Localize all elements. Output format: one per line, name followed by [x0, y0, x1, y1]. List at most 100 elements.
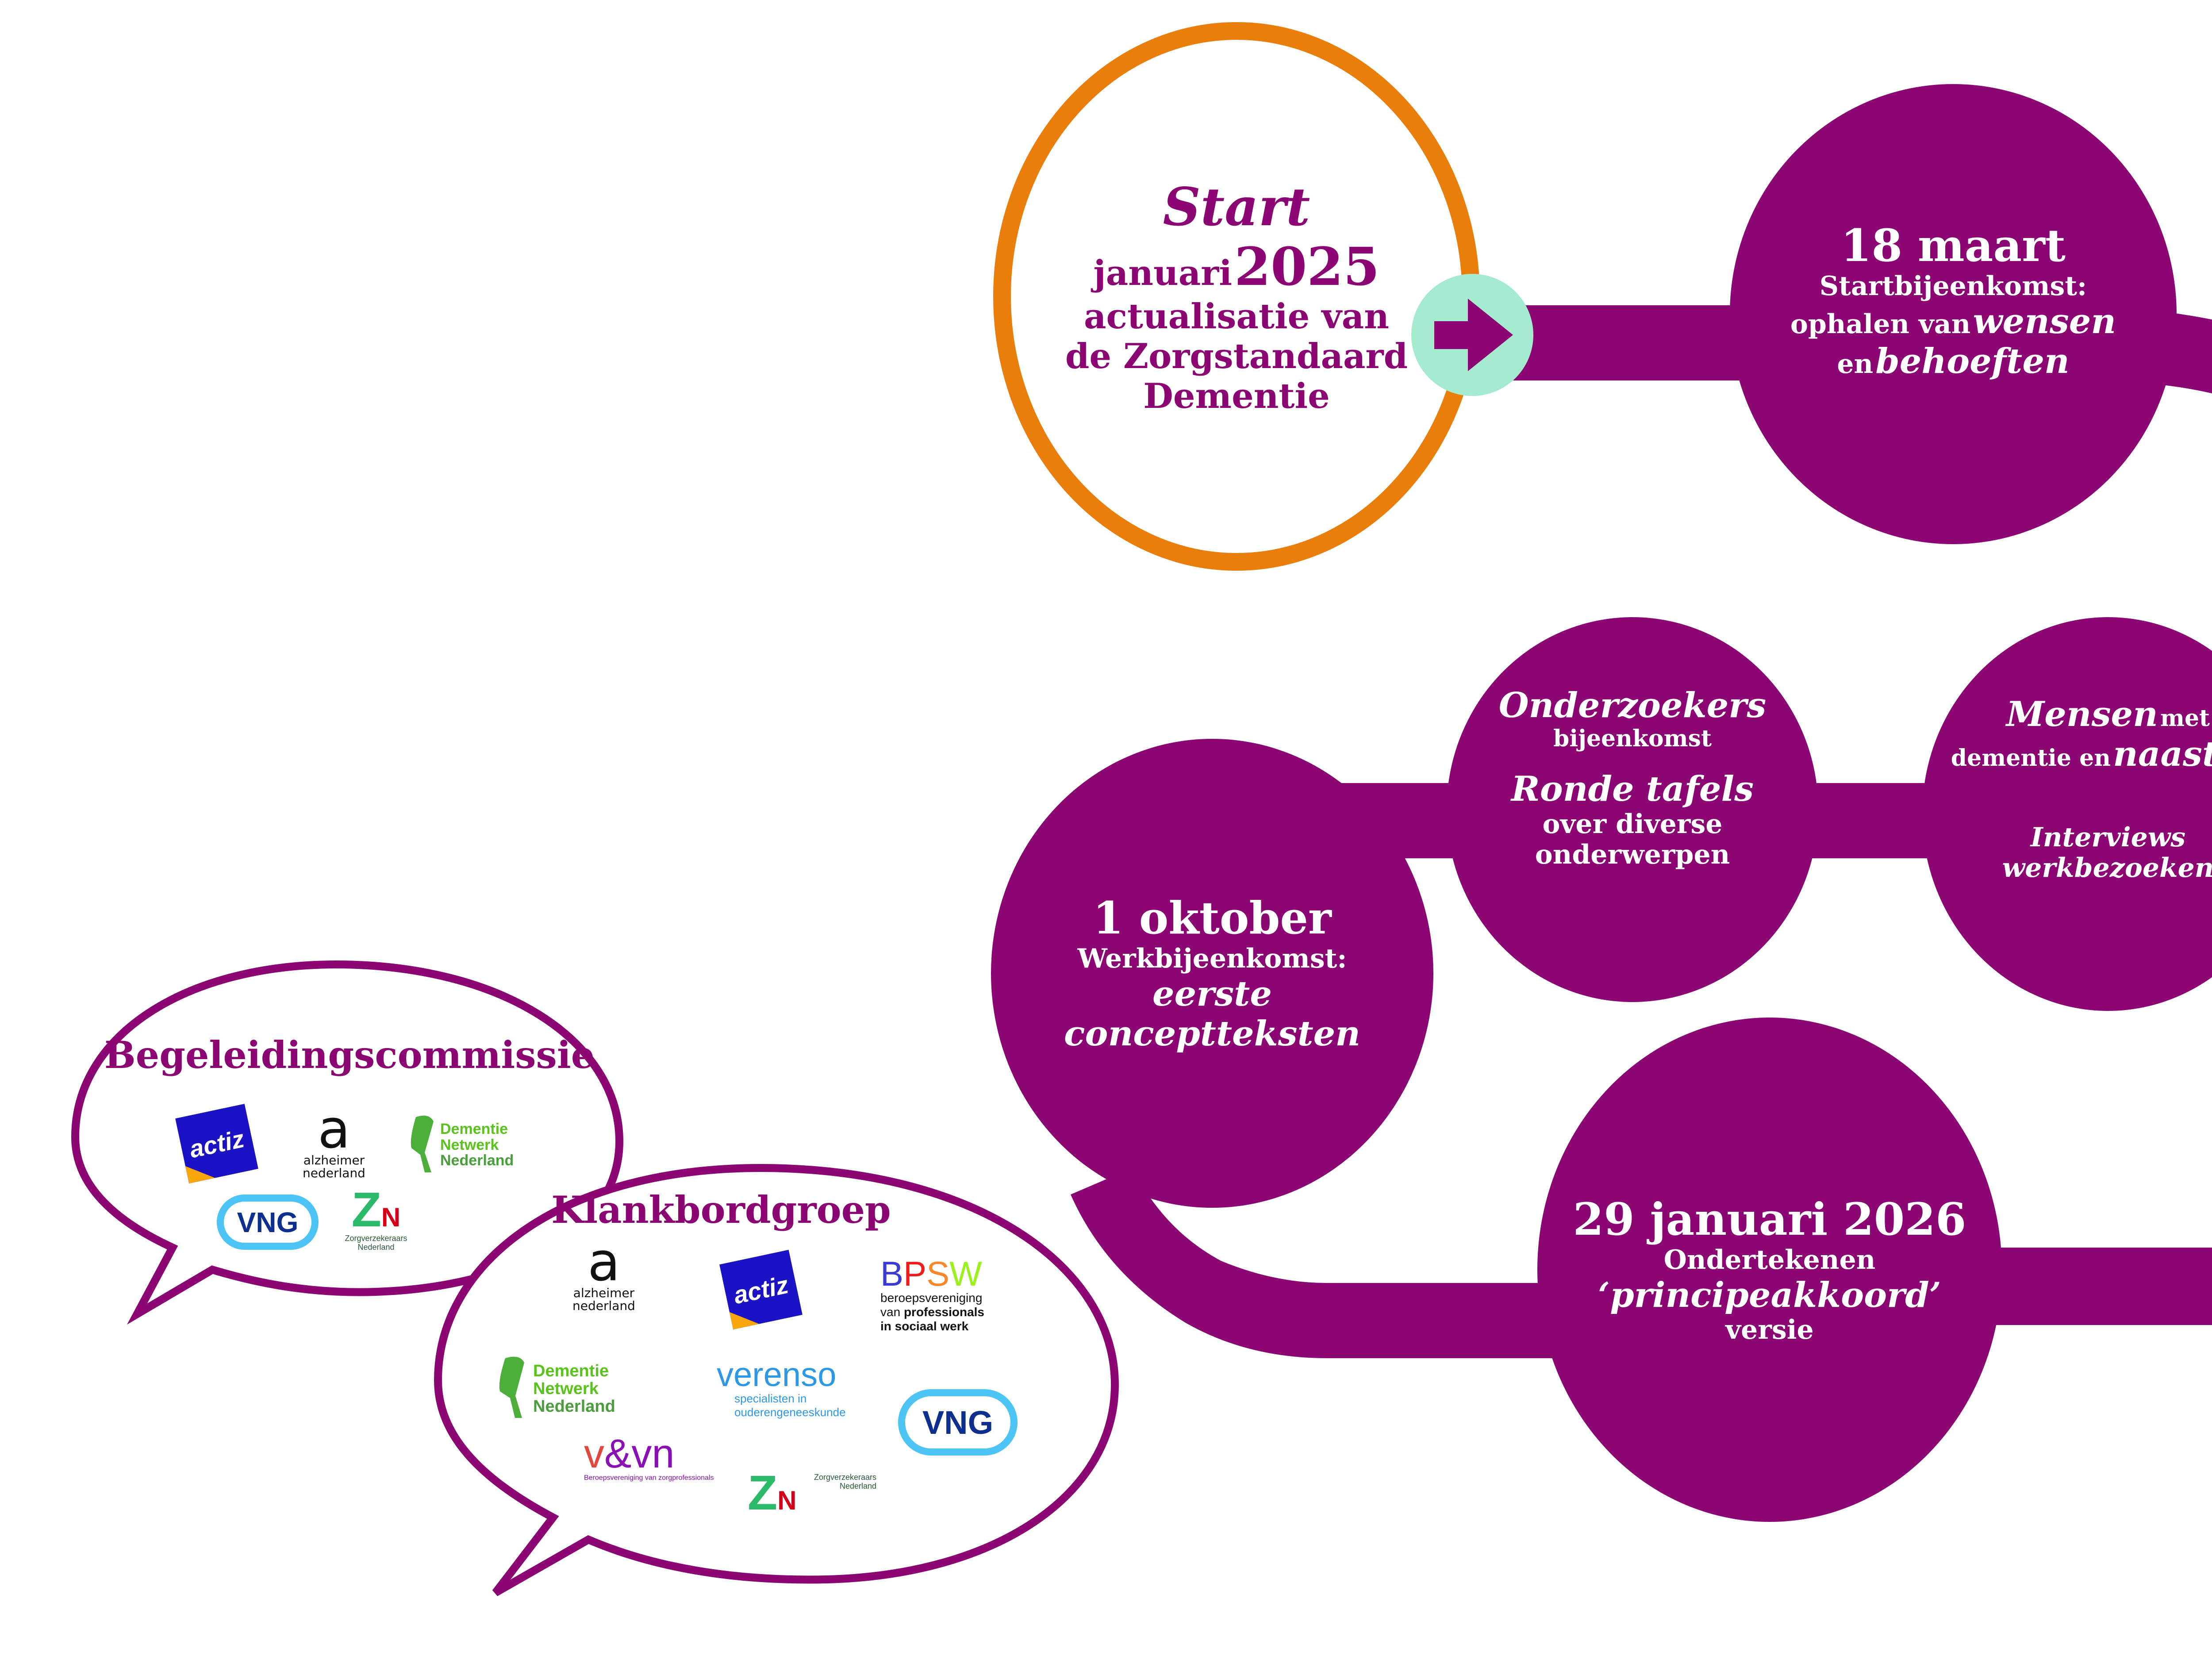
logo-alzheimer-nederland: a alzheimer nederland: [301, 1099, 367, 1181]
milestone-march: 18 maart Startbijeenkomst: ophalen van w…: [1739, 177, 2168, 425]
start-node: Start januari 2025 actualisatie van de Z…: [1015, 115, 1458, 478]
logo-text: Nederland: [839, 1481, 877, 1490]
logo-text: Beroepsvereniging van zorgprofessionals: [584, 1474, 714, 1482]
milestone-circle-onderzoekers: [1447, 617, 1818, 1002]
logo-text: Nederland: [357, 1242, 395, 1252]
milestone-emphasis: ‘principeakkoord’: [1598, 1275, 1941, 1315]
milestone-text: ophalen van: [1790, 309, 1971, 340]
milestone-mensen: Mensen met dementie en naasten Interview…: [1922, 681, 2212, 956]
start-line-5: Dementie: [1143, 376, 1330, 416]
logo-letter: S: [926, 1254, 950, 1293]
milestone-date: 1 oktober: [1093, 892, 1332, 945]
bpsw-letters: BPSW: [880, 1256, 1013, 1291]
group-title: Begeleidingscommissie: [104, 1033, 595, 1077]
start-title: Start: [1163, 176, 1310, 238]
logo-text: VNG: [922, 1404, 994, 1441]
milestone-circle-march: [1730, 84, 2177, 544]
logo-vng: VNG: [898, 1389, 1018, 1456]
milestone-line: over diverse: [1542, 809, 1723, 840]
logo-text: Zorgverzekeraars: [814, 1473, 877, 1482]
logo-text: Zorgverzekeraars: [345, 1234, 407, 1243]
logo-verenso: verenso specialisten in ouderengeneeskun…: [717, 1358, 863, 1419]
milestone-line: ophalen van wensen: [1790, 302, 2116, 342]
milestone-emphasis: Ronde tafels: [1511, 769, 1754, 810]
logo-mark: N: [777, 1486, 797, 1515]
logo-letter: B: [880, 1254, 904, 1293]
arrow-right-icon: [1411, 274, 1533, 396]
milestone-emphasis: naasten: [2113, 734, 2212, 774]
dnn-bird-icon: [499, 1356, 524, 1418]
logo-text: Nederland: [533, 1397, 615, 1416]
logo-text: actiz: [731, 1270, 791, 1309]
logo-letter: P: [903, 1254, 927, 1293]
logo-dementie-netwerk-nederland: Dementie Netwerk Nederland: [495, 1354, 624, 1418]
logo-text: verenso: [717, 1356, 837, 1394]
milestone-januari: 29 januari 2026 Ondertekenen ‘principeak…: [1540, 1146, 2000, 1394]
logo-text: Netwerk: [533, 1379, 599, 1398]
logo-text: alzheimer: [303, 1153, 365, 1168]
milestone-circle-mensen: [1922, 617, 2212, 1011]
milestone-emphasis: Onderzoekers: [1498, 685, 1767, 726]
logo-mark: a: [588, 1232, 620, 1293]
milestone-text: en: [1837, 349, 1874, 380]
milestone-line: Ondertekenen: [1663, 1244, 1876, 1275]
logo-text: van: [880, 1305, 901, 1319]
logo-text: beroepsvereniging: [880, 1291, 983, 1305]
logo-text: Dementie: [533, 1362, 609, 1380]
milestone-date: 29 januari 2026: [1573, 1193, 1966, 1245]
milestone-line: en behoeften: [1837, 342, 2069, 381]
milestone-emphasis: behoeften: [1875, 341, 2070, 381]
start-date: januari 2025: [1094, 237, 1380, 297]
logo-bpsw: BPSW beroepsvereniging van professionals…: [880, 1256, 1013, 1334]
logo-text: &: [604, 1431, 632, 1476]
speech-bubble-klankbordgroep: [434, 1164, 1119, 1596]
logo-text: actiz: [187, 1124, 247, 1163]
milestone-line: Werkbijeenkomst:: [1077, 943, 1347, 975]
logo-text: van professionals: [880, 1305, 1013, 1319]
milestone-emphasis: Interviews: [2030, 822, 2186, 853]
logo-zorgverzekeraars-nederland: ZN Zorgverzekeraars Nederland: [336, 1186, 416, 1252]
logo-mark: N: [381, 1202, 401, 1232]
logo-text: Nederland: [440, 1152, 514, 1169]
logo-zorgverzekeraars-nederland: ZN Zorgverzekeraars Nederland: [748, 1469, 889, 1517]
milestone-line: bijeenkomst: [1553, 725, 1712, 752]
begeleidingscommissie-title: Begeleidingscommissie: [104, 1031, 595, 1079]
logo-dementie-netwerk-nederland: Dementie Netwerk Nederland: [407, 1113, 522, 1172]
milestone-emphasis: eerste: [1152, 974, 1272, 1014]
logo-text: nederland: [572, 1298, 635, 1314]
start-month: januari: [1093, 253, 1232, 294]
milestone-line: versie: [1725, 1314, 1814, 1346]
milestone-text: met: [2160, 705, 2210, 732]
logo-text: Dementie: [440, 1121, 508, 1137]
logo-text: vn: [631, 1431, 675, 1476]
logo-mark: a: [318, 1099, 350, 1160]
logo-text: nederland: [303, 1166, 365, 1181]
logo-text: VNG: [237, 1206, 299, 1238]
logo-venvn: v&vn Beroepsvereniging van zorgprofessio…: [584, 1433, 717, 1482]
logo-letter: W: [949, 1254, 982, 1293]
logo-vng: VNG: [217, 1195, 319, 1250]
milestone-text: dementie en: [1951, 744, 2111, 772]
logo-mark: Z: [351, 1183, 381, 1237]
logo-text: specialisten in: [734, 1392, 807, 1405]
milestone-emphasis: conceptteksten: [1064, 1014, 1360, 1054]
milestone-line: dementie en naasten: [1951, 734, 2212, 774]
start-line-4: de Zorgstandaard: [1065, 336, 1408, 376]
milestone-date: 18 maart: [1840, 219, 2066, 272]
milestone-emphasis: werkbezoeken: [2002, 853, 2212, 884]
logo-text: professionals: [903, 1305, 984, 1319]
logo-text: v: [584, 1431, 604, 1476]
logo-text: ouderengeneeskunde: [734, 1406, 846, 1419]
milestone-emphasis: wensen: [1973, 301, 2116, 342]
milestone-circle-oktober: [991, 739, 1433, 1208]
logo-mark: Z: [748, 1466, 778, 1520]
milestone-oktober: 1 oktober Werkbijeenkomst: eerste concep…: [995, 849, 1429, 1097]
milestone-circle-januari: [1537, 1018, 2002, 1522]
milestone-line: Mensen met: [2006, 695, 2210, 734]
venvn-mark: v&vn: [584, 1433, 717, 1474]
logo-text: Netwerk: [440, 1136, 499, 1153]
logo-alzheimer-nederland: a alzheimer nederland: [571, 1232, 637, 1314]
logo-text: in sociaal werk: [880, 1319, 969, 1333]
milestone-emphasis: Mensen: [2006, 694, 2158, 734]
